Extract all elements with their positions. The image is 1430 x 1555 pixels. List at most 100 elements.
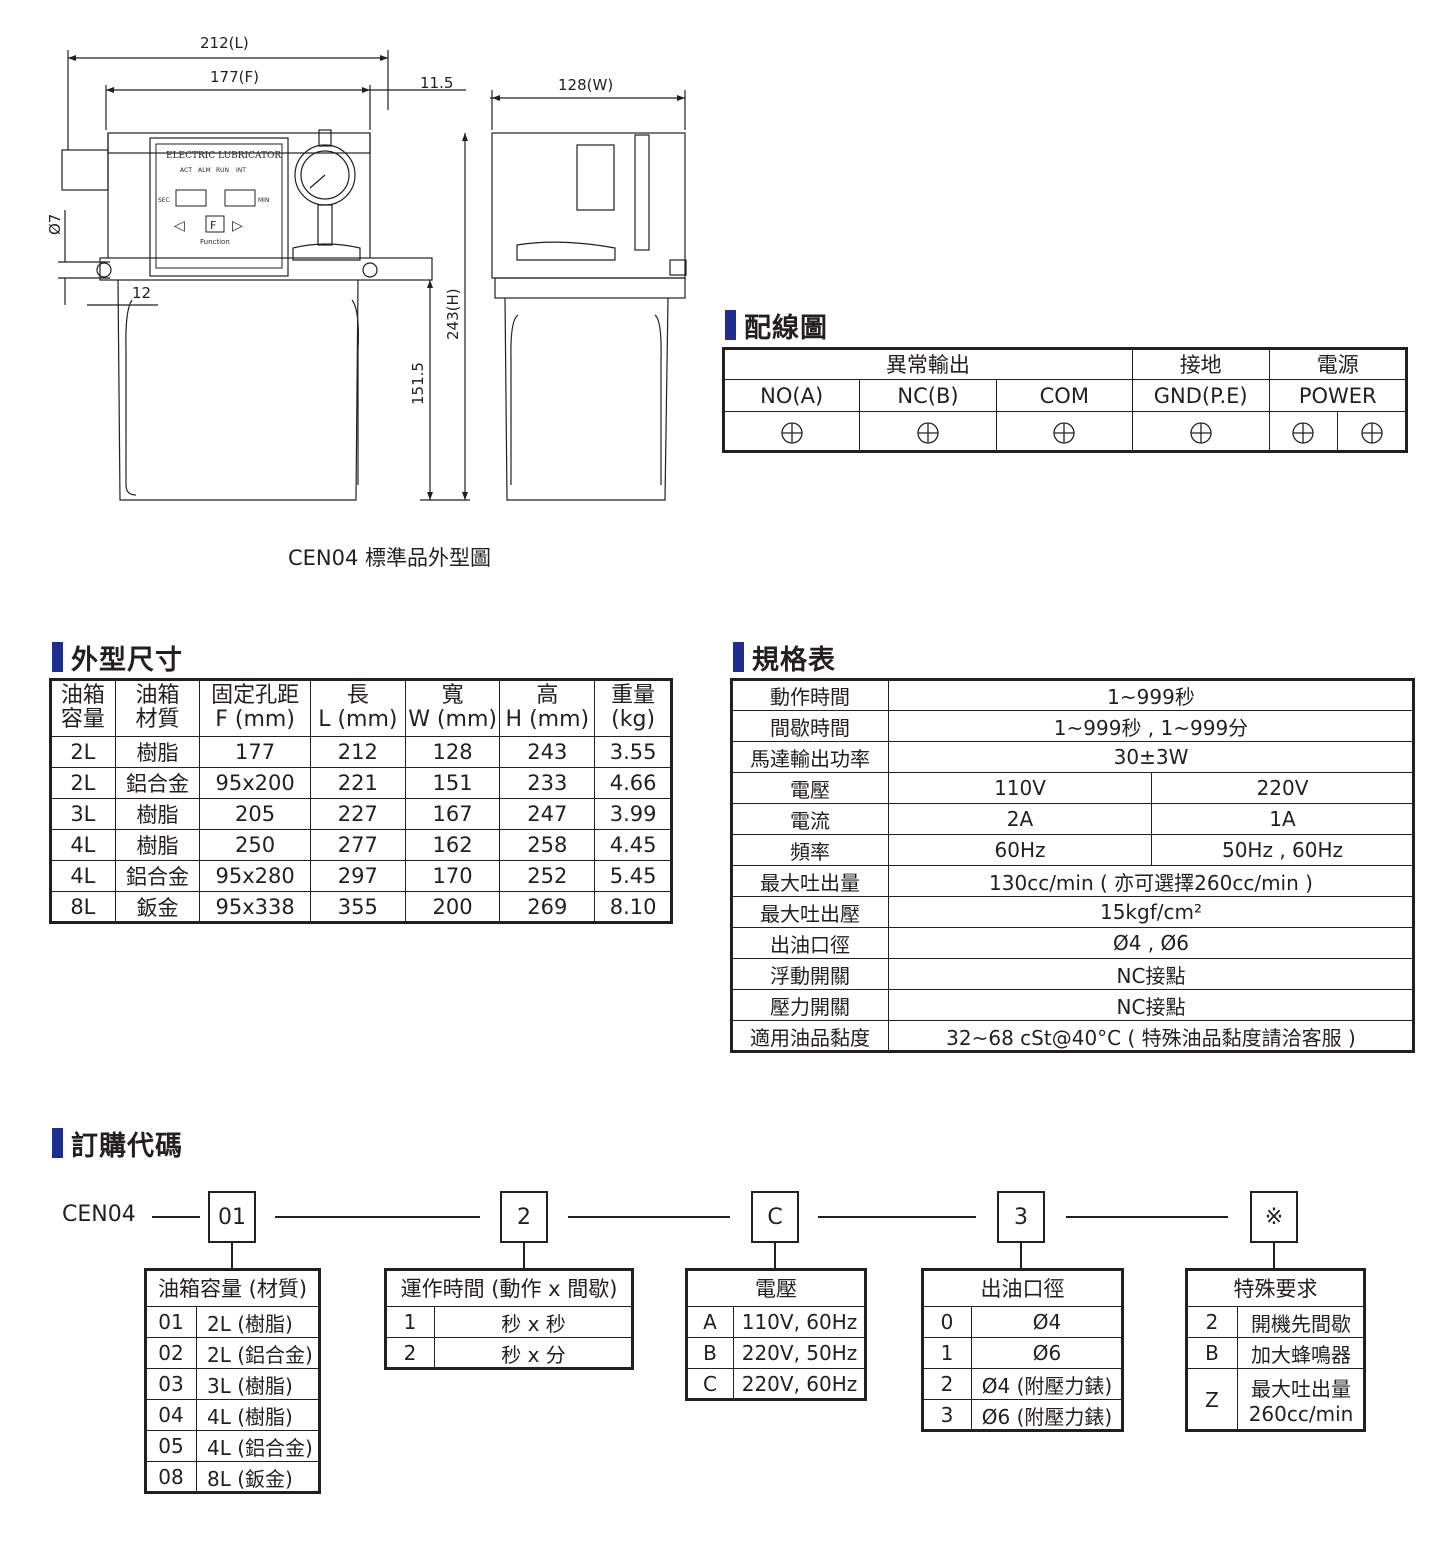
connector-line [818,1216,976,1218]
special-header: 特殊要求 [1186,1269,1365,1307]
connector-line [231,1241,233,1269]
title-marker [52,1128,63,1158]
panel-led-label: INT [236,167,246,174]
terminal-icon [917,421,939,444]
wiring-terminal: COM [995,379,1133,412]
outlet-header: 出油口徑 [922,1269,1123,1307]
capacity-header: 油箱容量 (材質) [145,1269,320,1307]
dim-total-length: 212(L) [200,34,249,52]
outline-drawing: 212(L) 177(F) 11.5 128(W) 12 Ø7 243(H) 1… [46,34,687,501]
connector-line [275,1216,480,1218]
panel-left-button-icon: ◁ [174,218,185,234]
dim-width: 128(W) [558,76,613,94]
panel-led-label: ACT [180,167,192,174]
wiring-group: 電源 [1268,348,1407,380]
order-code-box: 2 [500,1191,548,1243]
connector-line [1273,1241,1275,1269]
wiring-terminal: NC(B) [859,379,997,412]
dim-height: 243(H) [444,288,462,340]
panel-right-button-icon: ▷ [232,218,243,234]
order-title-text: 訂購代碼 [71,1130,183,1162]
terminal-icon [1292,421,1315,444]
terminal-icon [1053,421,1075,444]
voltage-header: 電壓 [686,1269,866,1307]
panel-function-label: Function [200,238,230,246]
wiring-title: 配線圖 [725,308,828,344]
title-marker [733,642,744,672]
connector-line [1020,1241,1022,1269]
panel-sec-label: SEC [158,197,170,204]
dim-hole: Ø7 [46,214,64,235]
wiring-group: 異常輸出 [723,348,1133,380]
order-title: 訂購代碼 [52,1126,183,1162]
order-model: CEN04 [62,1202,136,1227]
dimensions-header: 油箱材質 [114,679,201,737]
dim-edge: 12 [132,284,151,302]
spec-title-text: 規格表 [752,644,836,676]
terminal-icon [1361,421,1383,444]
panel-min-label: MIN [258,197,269,204]
dim-offset: 11.5 [420,74,453,92]
panel-led-label: ALM [198,167,211,174]
connector-line [774,1241,776,1269]
order-code-box: 01 [208,1191,256,1243]
wiring-table: 異常輸出 接地 電源 NO(A) NC(B) COM GND(P.E) POWE… [722,347,1408,453]
wiring-title-text: 配線圖 [744,312,828,344]
dim-lower: 151.5 [409,362,427,405]
panel-brand: ELECTRIC LUBRICATOR [166,151,281,161]
dimensions-title: 外型尺寸 [52,640,183,676]
timing-header: 運作時間 (動作 x 間歇) [385,1269,633,1307]
order-code-box: ※ [1250,1191,1298,1243]
dimensions-header: 油箱容量 [50,679,116,737]
title-marker [725,310,736,340]
terminal-icon [1190,421,1212,444]
order-code-box: C [751,1191,799,1243]
panel-led-label: RUN [216,167,229,174]
connector-line [1066,1216,1228,1218]
dimensions-header: 重量(kg) [594,679,672,737]
wiring-group: 接地 [1131,348,1270,380]
order-code-box: 3 [997,1191,1045,1243]
wiring-terminal: POWER [1268,379,1407,412]
connector-line [152,1216,200,1218]
panel-function-button: F [210,219,216,232]
